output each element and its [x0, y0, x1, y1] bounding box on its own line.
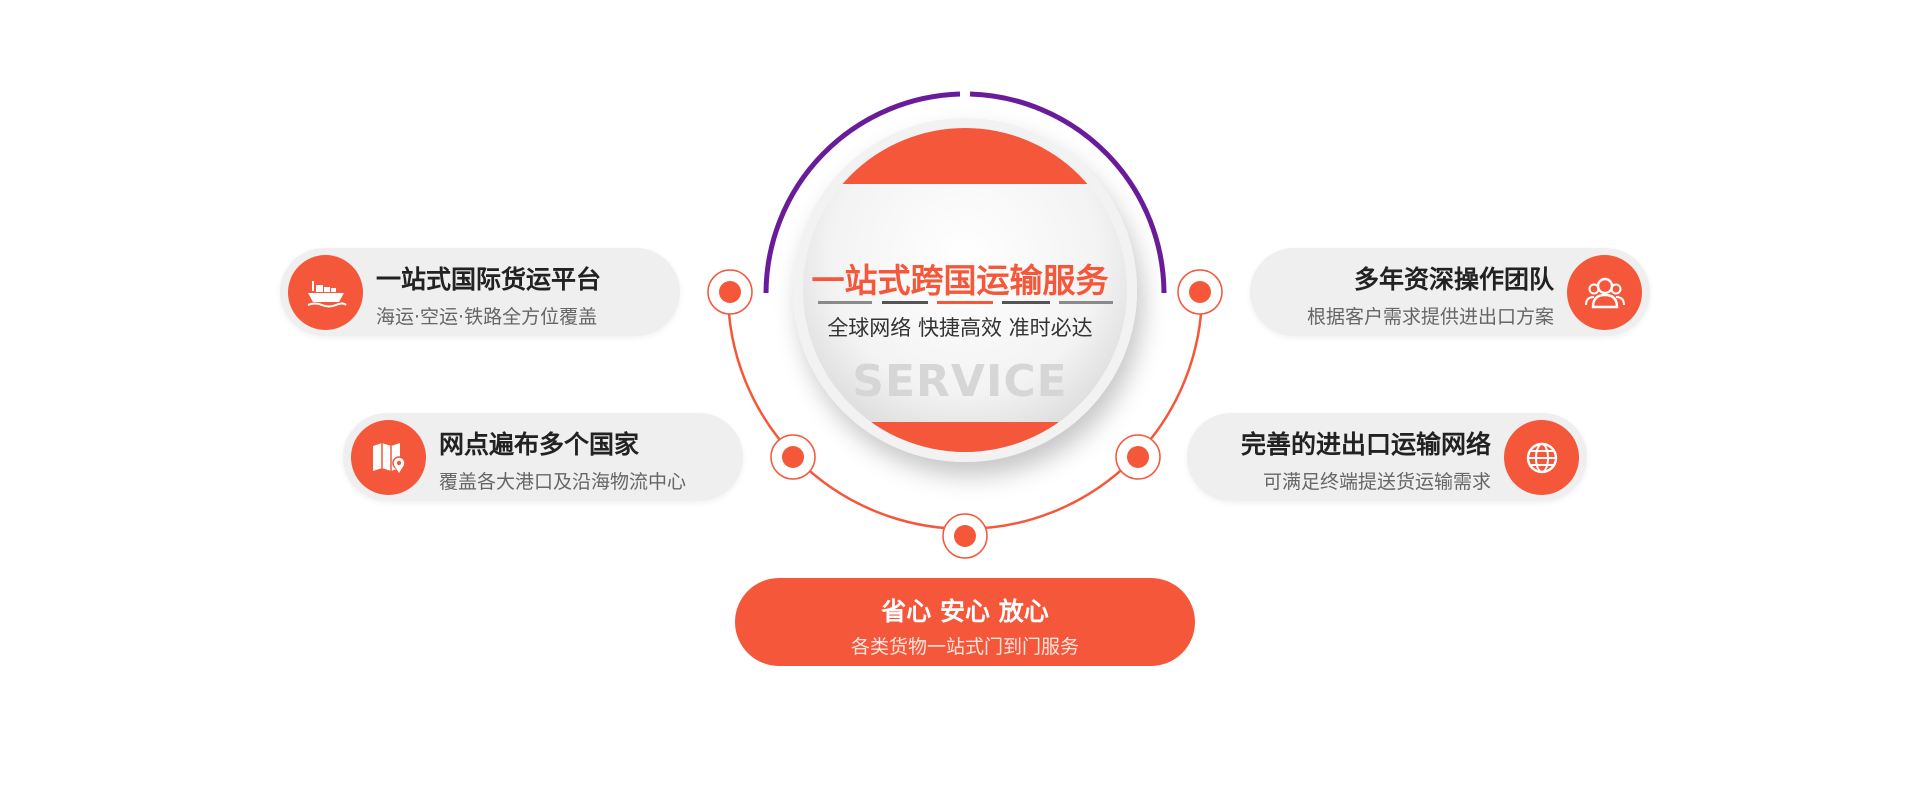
connector-dot-bottom	[942, 513, 988, 559]
center-subtitle: 全球网络 快捷高效 准时必达	[827, 316, 1093, 340]
card-title: 完善的进出口运输网络	[1240, 430, 1491, 459]
card-title: 一站式国际货运平台	[376, 265, 602, 294]
team-icon	[1567, 255, 1642, 330]
purple-arc-right	[969, 91, 1167, 294]
connector-dot-top-left	[707, 269, 753, 315]
card-branch-network: 网点遍布多个国家 覆盖各大港口及沿海物流中心	[343, 413, 743, 501]
card-title: 多年资深操作团队	[1353, 265, 1554, 294]
bottom-title: 省心 安心 放心	[881, 597, 1049, 626]
card-subtitle: 可满足终端提送货运输需求	[1262, 471, 1491, 493]
center-watermark: SERVICE	[852, 356, 1068, 407]
bottom-subtitle: 各类货物一站式门到门服务	[850, 636, 1079, 658]
card-subtitle: 覆盖各大港口及沿海物流中心	[439, 471, 687, 493]
connector-dot-top-right	[1177, 269, 1223, 315]
card-title: 网点遍布多个国家	[439, 430, 640, 459]
card-peace-of-mind: 省心 安心 放心 各类货物一站式门到门服务	[735, 578, 1195, 666]
center-title: 一站式跨国运输服务	[811, 261, 1109, 300]
globe-icon	[1504, 420, 1579, 495]
purple-arc-left	[763, 91, 961, 294]
map-pin-icon	[351, 420, 426, 495]
card-senior-team: 多年资深操作团队 根据客户需求提供进出口方案	[1250, 248, 1650, 336]
connector-dot-mid-right	[1115, 434, 1161, 480]
ship-icon	[288, 255, 363, 330]
card-subtitle: 海运·空运·铁路全方位覆盖	[376, 306, 598, 328]
card-subtitle: 根据客户需求提供进出口方案	[1306, 306, 1554, 328]
connector-dot-mid-left	[770, 434, 816, 480]
card-freight-platform: 一站式国际货运平台 海运·空运·铁路全方位覆盖	[280, 248, 680, 336]
card-transport-network: 完善的进出口运输网络 可满足终端提送货运输需求	[1187, 413, 1587, 501]
